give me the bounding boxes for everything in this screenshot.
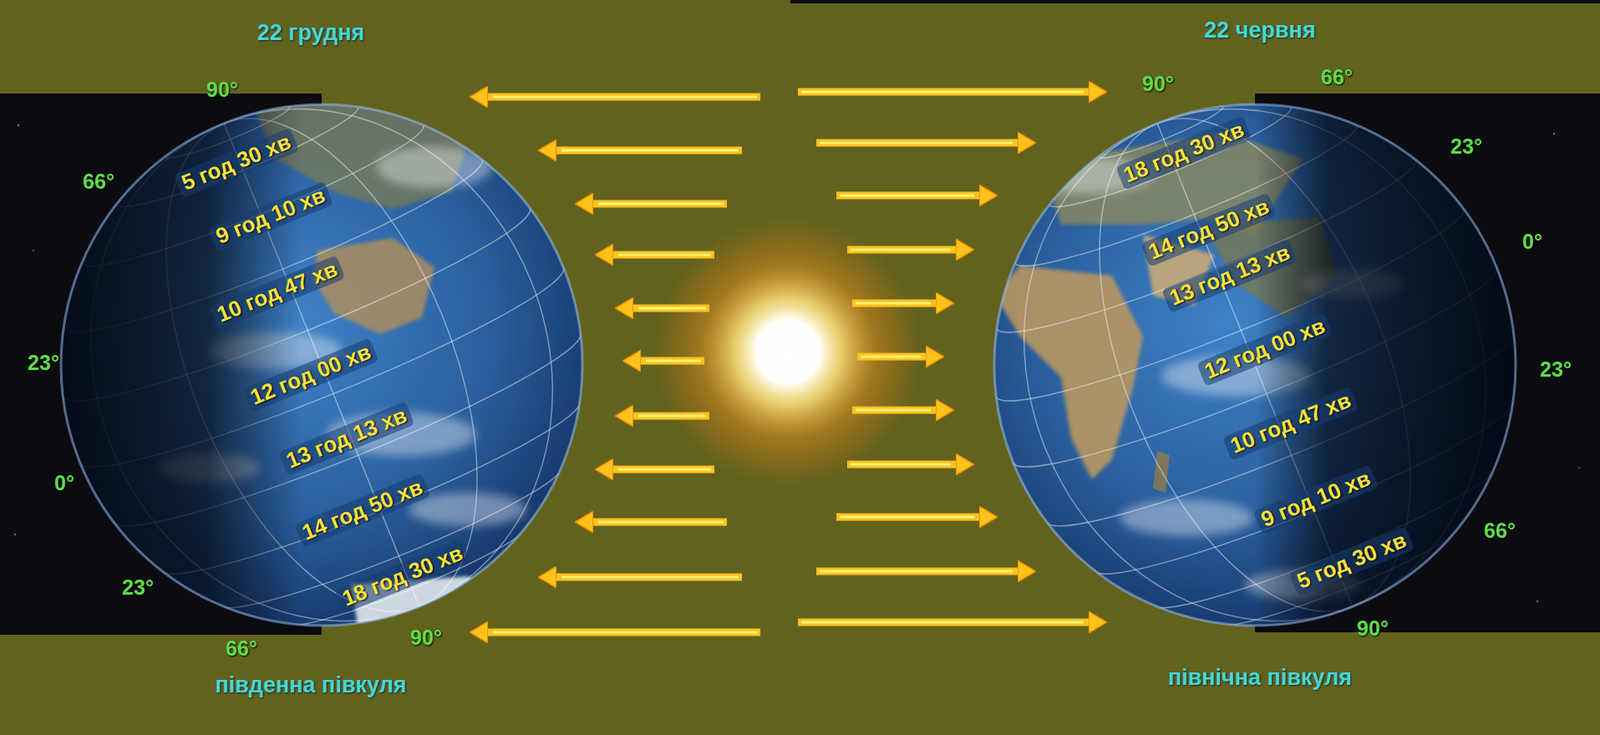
globe-ocean — [994, 104, 1516, 626]
sun-rays-right — [797, 91, 1091, 623]
ray-arrow — [486, 93, 761, 102]
latitude-label: 90° — [410, 625, 442, 651]
ray-arrow — [857, 353, 928, 361]
sun-core — [754, 318, 822, 386]
grid-lines — [915, 25, 1595, 705]
globe-surface — [0, 25, 661, 705]
day-length-label: 12 год 00 хв — [242, 337, 380, 412]
latitude-label: 0° — [1522, 229, 1543, 254]
latitude-label: 90° — [1356, 616, 1389, 641]
date-title: 22 грудня — [257, 20, 365, 46]
atmosphere — [994, 104, 1516, 626]
day-length-label: 9 год 10 хв — [1253, 464, 1379, 535]
ray-arrow — [836, 192, 981, 200]
ray-arrow — [797, 619, 1091, 627]
ray-arrow — [816, 139, 1020, 148]
day-length-label: 12 год 00 хв — [1196, 311, 1334, 387]
latitude-label: 23° — [27, 350, 60, 376]
ray-arrow — [797, 88, 1091, 97]
latitude-label: 0° — [54, 471, 75, 496]
day-length-label: 9 год 10 хв — [208, 181, 334, 252]
atmosphere — [60, 104, 583, 626]
night-side — [60, 104, 583, 626]
globe-right — [915, 25, 1595, 705]
ray-arrow — [591, 200, 727, 209]
latitude-label: 23° — [1539, 357, 1572, 382]
ray-highlights — [492, 91, 1084, 633]
day-length-label: 13 год 13 хв — [278, 401, 416, 476]
ray-arrow — [847, 461, 958, 469]
day-length-label: 5 год 30 хв — [1289, 526, 1415, 597]
ray-arrow — [611, 251, 715, 260]
night-side — [994, 104, 1516, 626]
date-title: 22 червня — [1203, 17, 1316, 44]
ray-arrow — [631, 412, 710, 421]
latitude-label: 66° — [1320, 65, 1353, 90]
grid-lines — [0, 25, 661, 705]
day-length-label: 18 год 30 хв — [1115, 115, 1253, 190]
ray-arrow — [554, 147, 742, 155]
latitude-label: 23° — [121, 575, 154, 600]
globe-ocean — [60, 104, 583, 626]
globe-left — [0, 25, 661, 705]
latitude-label: 90° — [206, 77, 239, 102]
latitude-label: 66° — [225, 636, 258, 661]
latitude-label: 66° — [1483, 518, 1516, 544]
ray-arrow — [836, 513, 981, 522]
panel-edge — [790, 0, 1600, 4]
ray-arrow — [591, 518, 727, 527]
ray-arrow — [486, 629, 761, 637]
latitude-label: 66° — [82, 169, 115, 194]
hemisphere-label: південна півкуля — [214, 672, 407, 699]
latitude-label: 90° — [1142, 71, 1174, 97]
globe-surface — [915, 25, 1595, 705]
ray-arrow — [852, 299, 938, 308]
day-length-label: 10 год 47 хв — [1222, 386, 1360, 461]
day-length-label: 14 год 50 хв — [294, 472, 432, 548]
ray-arrow — [639, 357, 705, 366]
day-length-label: 10 год 47 хв — [208, 254, 346, 330]
sun-rays-left — [486, 96, 761, 633]
ray-arrow — [611, 466, 715, 474]
latitude-label: 23° — [1450, 134, 1483, 159]
hemisphere-label: північна півкуля — [1168, 665, 1352, 691]
day-length-label: 5 год 30 хв — [173, 127, 300, 199]
ray-arrow — [847, 246, 958, 254]
ray-arrow — [852, 406, 938, 415]
day-length-label: 18 год 30 хв — [334, 538, 472, 614]
ray-arrow — [554, 573, 742, 582]
ray-arrow — [816, 568, 1020, 576]
ray-arrow — [631, 304, 710, 313]
